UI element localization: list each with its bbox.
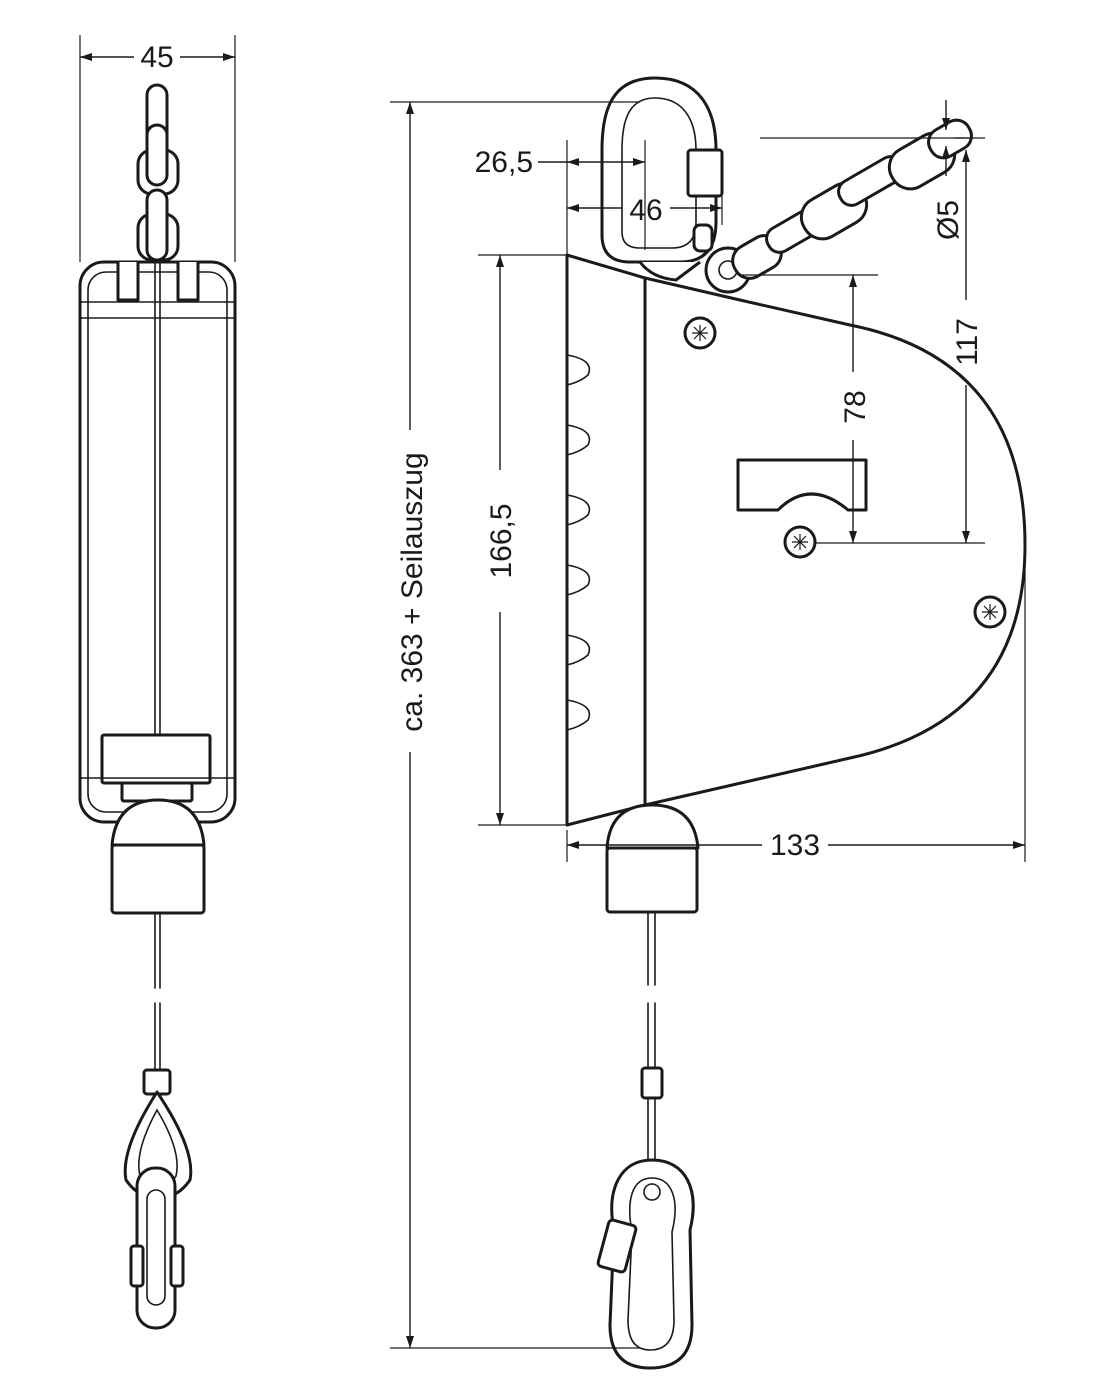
- carabiner-icon: [600, 76, 724, 282]
- dimension-45: 45: [79, 35, 236, 262]
- screw-icon: [683, 316, 717, 350]
- front-view: 26,5 46 Ø5 117 78: [390, 76, 1027, 1370]
- dim-overall-label: ca. 363 + Seilauszug: [396, 452, 429, 731]
- dimension-diameter-5: Ø5: [760, 100, 970, 240]
- dimension-26-5: 26,5: [475, 140, 646, 255]
- dim-78-label: 78: [839, 390, 872, 423]
- dimension-46: 46: [567, 194, 723, 227]
- dim-diameter-5-label: Ø5: [932, 200, 965, 240]
- front-cable: [640, 911, 664, 1191]
- dim-46-label: 46: [629, 194, 662, 227]
- dim-26-5-label: 26,5: [475, 146, 533, 179]
- side-view: 45: [78, 35, 237, 1330]
- dim-117-label: 117: [951, 318, 984, 366]
- dim-133-label: 133: [770, 829, 820, 862]
- screw-icon: [973, 595, 1007, 629]
- snap-hook: [596, 1158, 695, 1370]
- dimension-117: 117: [815, 137, 985, 544]
- dim-45-label: 45: [140, 41, 173, 74]
- dimension-78: 78: [740, 274, 878, 543]
- dimension-133: 133: [566, 545, 1026, 862]
- screw-icon: [783, 525, 817, 559]
- dimension-166-5: 166,5: [478, 254, 567, 826]
- side-chain: [136, 83, 180, 262]
- side-ball-stop: [110, 798, 206, 915]
- front-ball-stop: [605, 803, 700, 914]
- side-cable: [154, 912, 161, 1076]
- thimble-hook-icon: [123, 1068, 193, 1330]
- dim-166-5-label: 166,5: [485, 503, 518, 578]
- side-housing: [78, 260, 237, 824]
- dimension-overall-length: ca. 363 + Seilauszug: [390, 101, 640, 1349]
- chain-icon: [704, 118, 973, 294]
